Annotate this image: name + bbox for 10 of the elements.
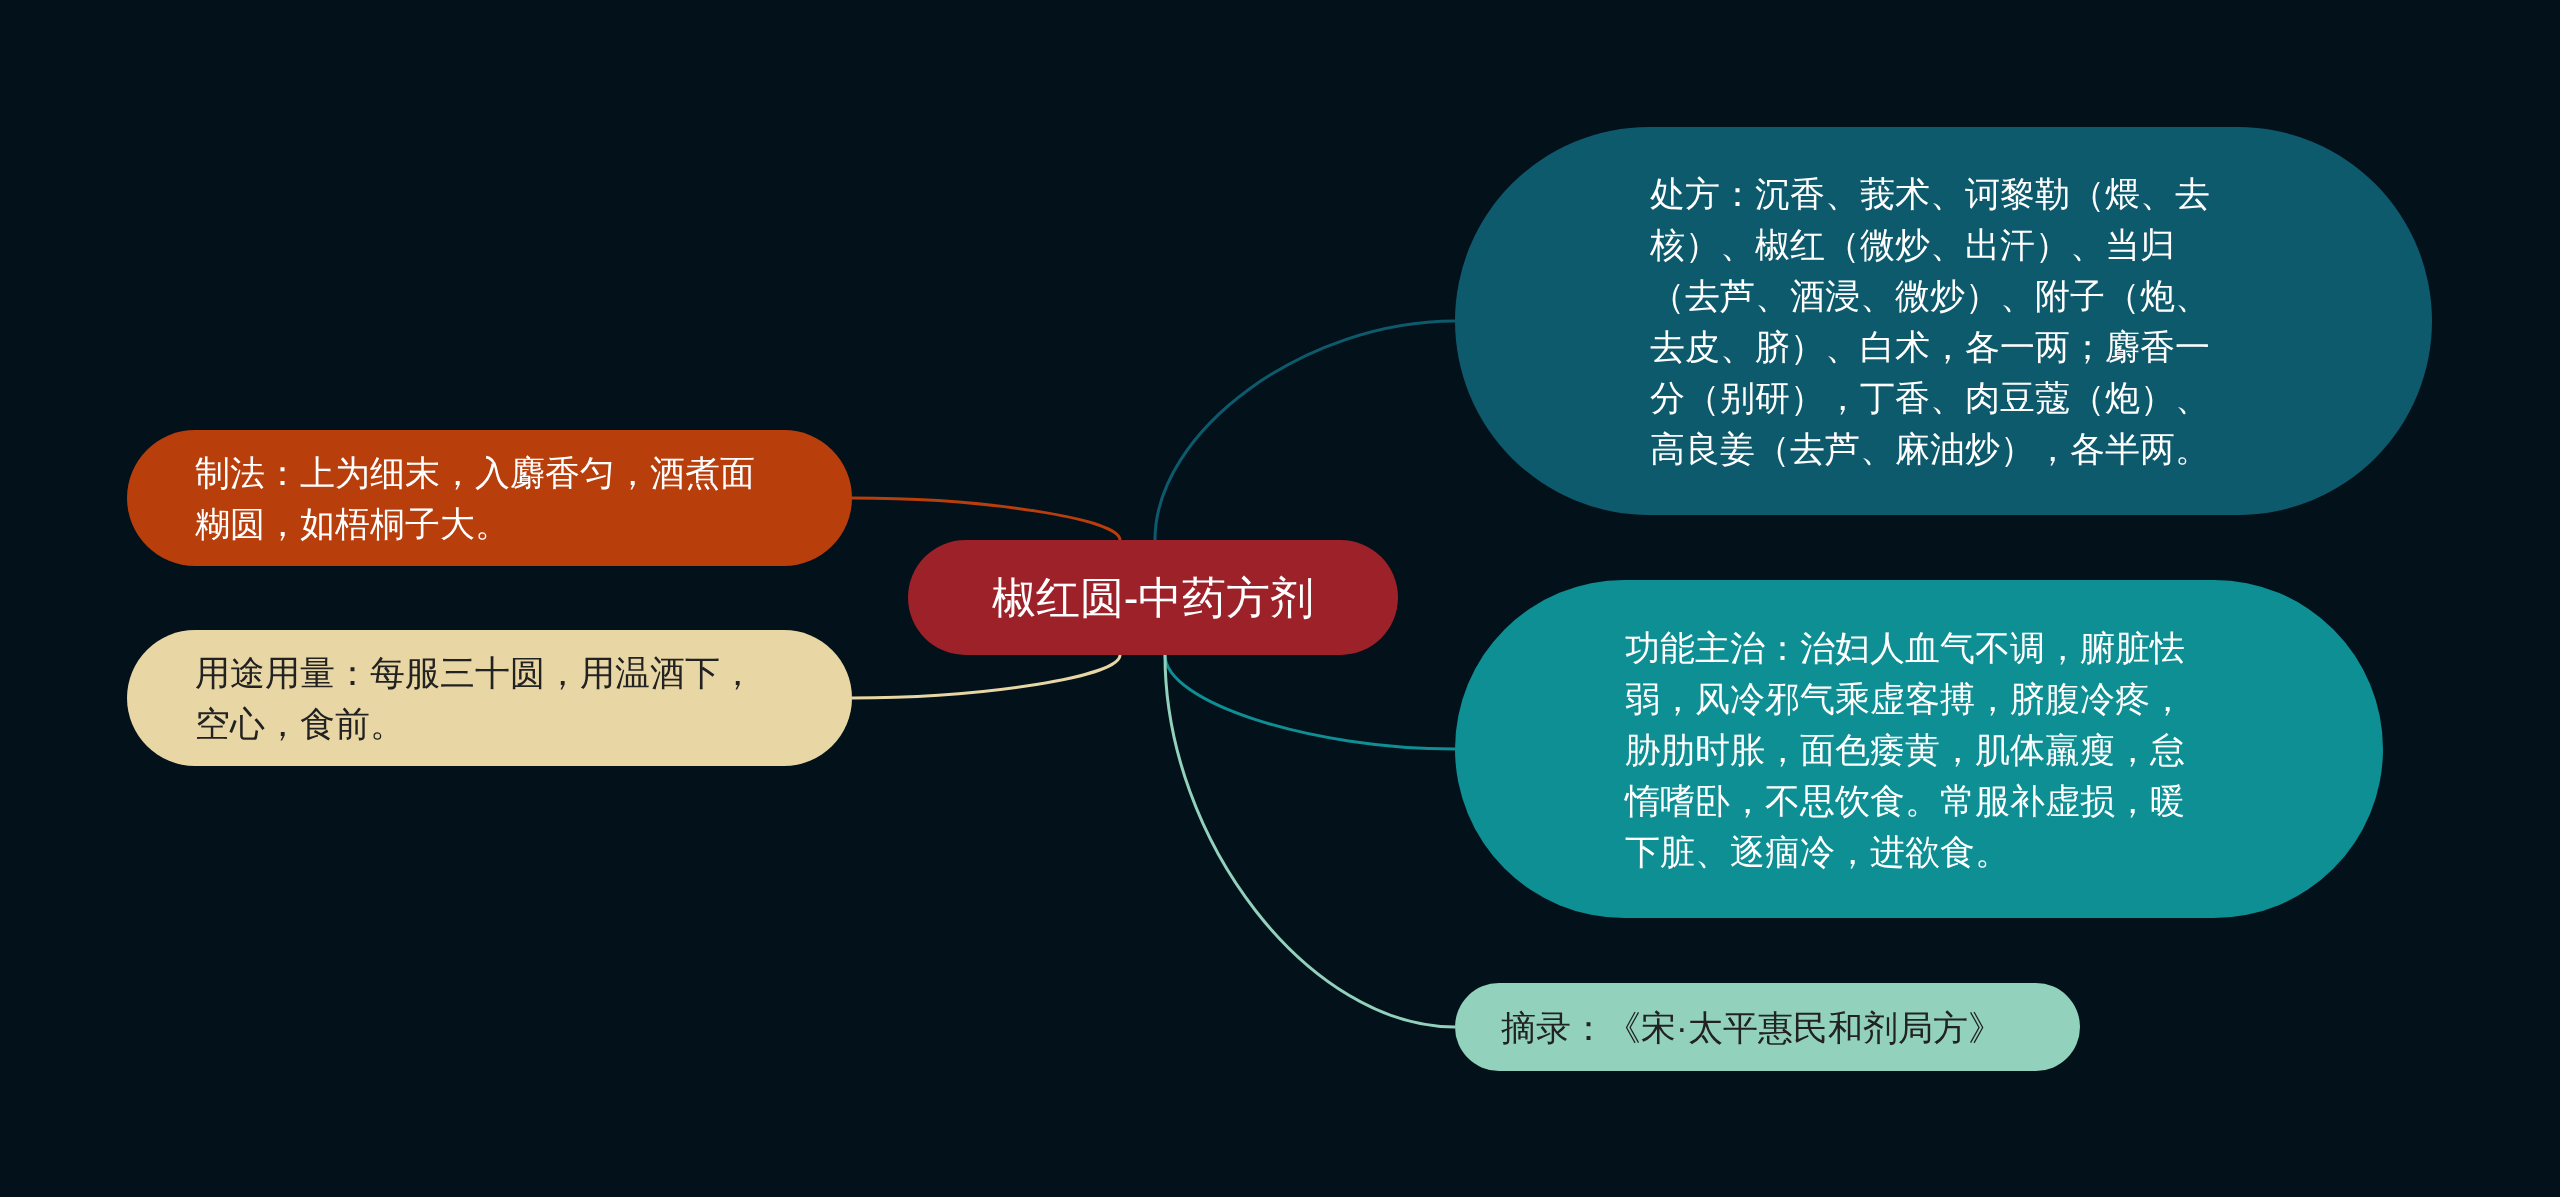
connector-line	[1153, 319, 1456, 541]
connector-line	[851, 654, 1122, 700]
connector-line	[852, 496, 1122, 541]
topic-text: 椒红圆-中药方剂	[990, 571, 1316, 624]
topic-text: 制法：上为细末，入麝香匀，酒煮面糊圆，如梧桐子大。	[195, 452, 755, 545]
topic-text: 功能主治：治妇人血气不调，腑脏怯弱，风冷邪气乘虚客搏，脐腹冷疼，胁肋时胀，面色痿黄，肌体羸瘦，怠惰嗜卧，不思饮食。常服补虚损，暖下脏、逐痼冷，进欲食。	[1625, 626, 2186, 873]
topic-text: 用途用量：每服三十圆，用温酒下，空心，食前。	[195, 652, 755, 745]
topic-text: 摘录：《宋·太平惠民和剂局方》	[1501, 1006, 2004, 1049]
topic-text: 处方：沉香、莪术、诃黎勒（煨、去核）、椒红（微炒、出汗）、当归（去芦、酒浸、微炒）、附子（炮、去皮、脐）、白术，各一两；麝香一分（别研），丁香、肉豆蔻（炮）、高良姜（去芦、麻油炒），各半两。	[1650, 173, 2210, 470]
connector-line	[1163, 654, 1456, 1029]
